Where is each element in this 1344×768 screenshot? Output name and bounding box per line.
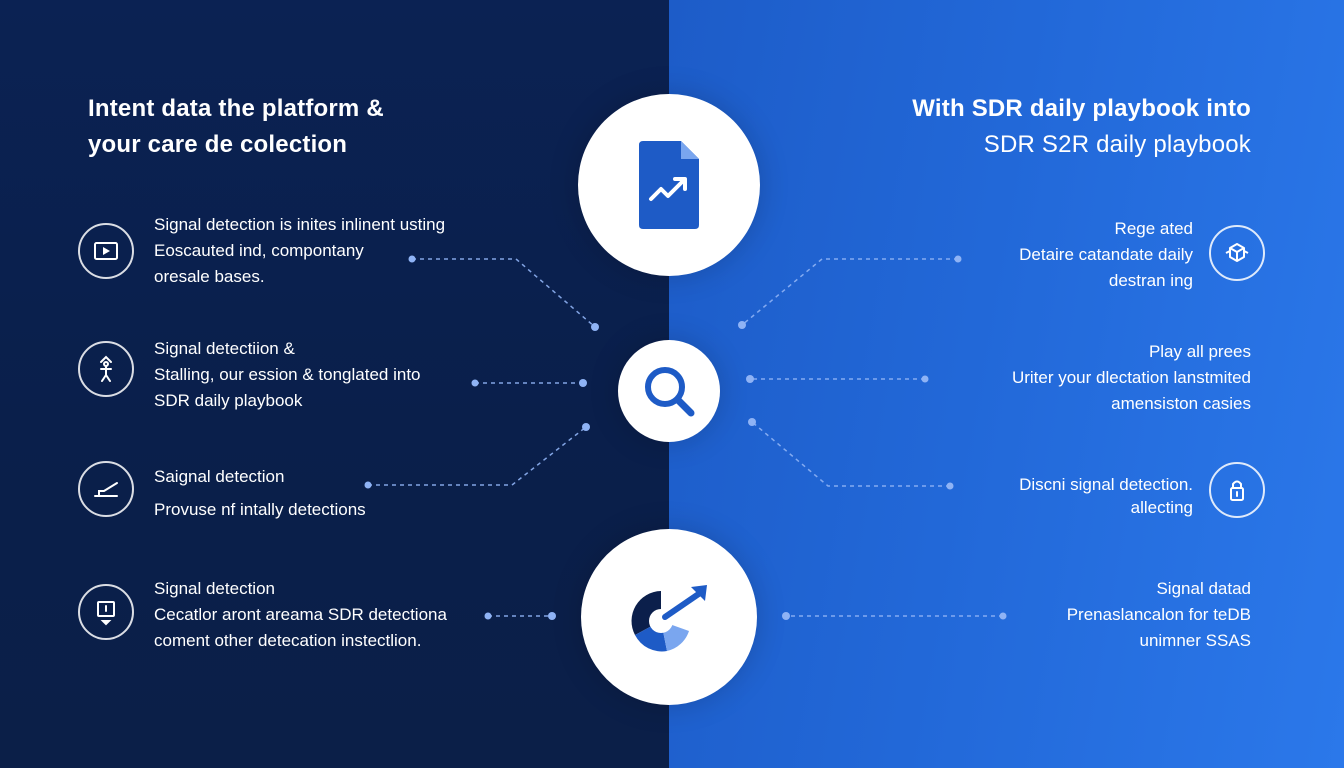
left-item-4-line-1: Signal detection [154,579,275,598]
right-item-2-line-1: Play all prees [1148,342,1251,361]
device-marker-icon [78,584,134,640]
connector-left-1 [412,258,596,328]
right-item-4-line-3: unimner SSAS [1139,631,1252,650]
heading-right: With SDR daily playbook into SDR S2R dai… [912,91,1251,163]
person-signal-icon [78,341,134,397]
right-item-1-line-3: destran ing [1108,271,1193,290]
right-item-4-line-1: Signal datad [1156,579,1251,598]
connector-dot [579,379,587,387]
connector-dot [748,418,756,426]
left-item-3-line-1: Saignal detection [154,467,285,486]
heading-left-line-1: Intent data the platform & [88,95,384,122]
connector-right-3 [751,421,950,487]
right-item-1-line-2: Detaire catandate daily [1019,245,1193,264]
right-item-1: Rege ated Detaire catandate daily destra… [1019,216,1193,294]
lock-icon [1209,462,1265,518]
connector-right-1 [741,258,958,326]
connector-dot [782,612,790,620]
heading-right-line-2: SDR S2R daily playbook [983,131,1251,158]
left-item-4-line-3: coment other detecation instectlion. [154,631,422,650]
right-item-2-line-2: Uriter your dlectation lanstmited [1011,368,1251,387]
right-item-2-line-3: amensiston casies [1111,394,1251,413]
connector-dot [364,481,372,489]
left-item-2-line-1: Signal detectiion & [154,339,295,358]
hub-top [578,94,760,276]
right-panel [669,0,1344,768]
connector-left-3 [368,426,587,486]
left-item-2-line-3: SDR daily playbook [154,391,303,410]
left-item-4-line-2: Cecatlor aront areama SDR detectiona [154,605,447,624]
right-item-3-line-1: Discni signal detection. [1019,475,1193,494]
left-item-2-line-2: Stalling, our ession & tonglated into [154,365,421,384]
connector-dot [921,375,929,383]
cube-icon [1209,225,1265,281]
left-item-1-line-3: oresale bases. [154,267,265,286]
right-item-4-line-2: Prenaslancalon for teDB [1066,605,1251,624]
heading-left: Intent data the platform & your care de … [88,91,384,163]
heading-left-line-2: your care de colection [88,131,348,158]
search-icon [645,367,695,417]
connector-dot [746,375,754,383]
connector-dot [484,612,492,620]
video-screen-icon [78,223,134,279]
hub-middle [618,340,720,442]
left-item-2: Signal detectiion & Stalling, our ession… [154,336,421,414]
right-item-2: Play all prees Uriter your dlectation la… [1012,339,1251,417]
connector-dot [548,612,556,620]
connector-dot [946,482,954,490]
right-item-1-line-1: Rege ated [1114,219,1193,238]
document-chart-icon [639,141,699,229]
left-item-3: Saignal detection Provuse nf intally det… [154,460,366,526]
left-item-1-line-1: Signal detection is inites inlinent usti… [154,215,446,234]
left-item-1-line-2: Eoscauted ind, compontany [154,241,364,260]
connector-dot [582,423,590,431]
connector-dot [471,379,479,387]
heading-right-line-1: With SDR daily playbook into [912,95,1251,122]
left-item-1: Signal detection is inites inlinent usti… [154,212,445,290]
right-item-3-line-2: allecting [1130,498,1193,517]
left-item-3-line-2: Provuse nf intally detections [154,500,366,519]
hub-bottom [581,529,757,705]
right-item-4: Signal datad Prenaslancalon for teDB uni… [1067,576,1251,654]
growth-chart-icon [631,585,707,652]
signal-detection-icon [78,461,134,517]
connector-dot [999,612,1007,620]
connector-dot [954,255,962,263]
right-item-3: Discni signal detection. allecting [1019,473,1193,519]
connector-dot [591,323,599,331]
left-item-4: Signal detection Cecatlor aront areama S… [154,576,447,654]
connector-dot [408,255,416,263]
connector-dot [738,321,746,329]
